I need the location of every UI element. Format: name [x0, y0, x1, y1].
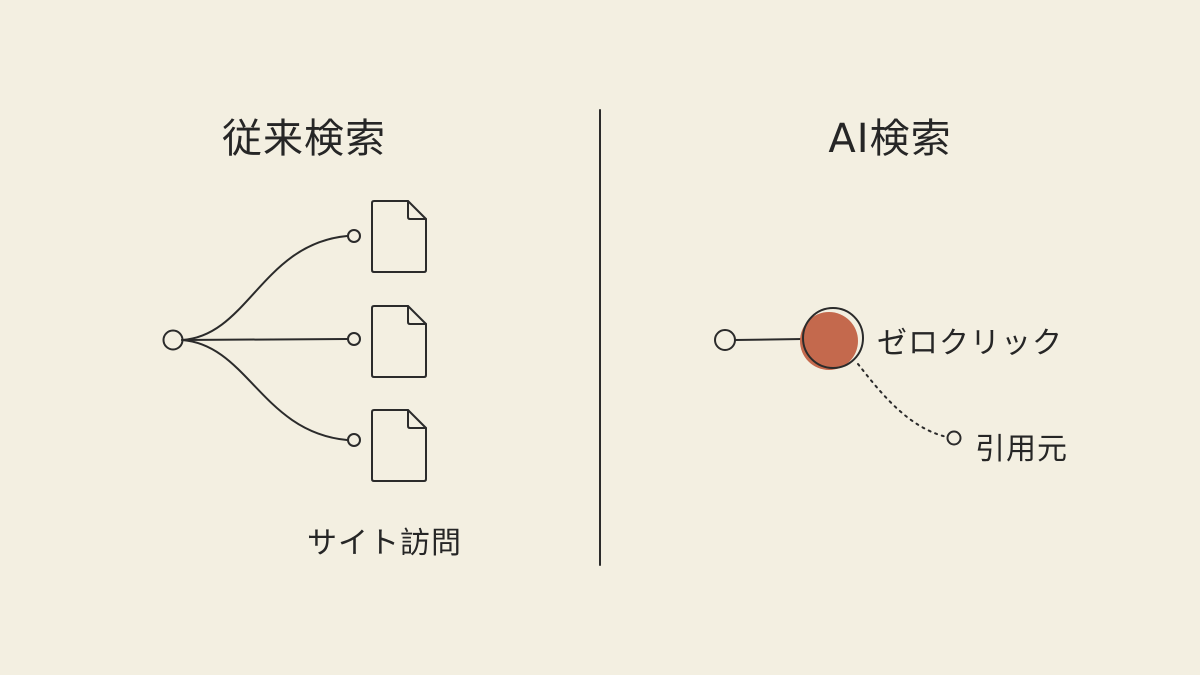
ai-search-graph — [714, 307, 962, 446]
branch-bottom — [181, 339, 348, 441]
site-visit-label: サイト訪問 — [307, 526, 462, 561]
document-icon — [371, 305, 427, 378]
answer-node-fill — [800, 312, 858, 370]
connector-line — [734, 338, 804, 341]
ai-search-title: AI検索 — [828, 116, 952, 162]
document-icon — [371, 409, 427, 482]
origin-node — [162, 329, 184, 351]
branch-top — [181, 235, 348, 341]
endpoint-node-middle — [347, 332, 361, 346]
citation-node — [946, 430, 962, 446]
answer-node-outline — [802, 307, 864, 369]
traditional-search-title: 従来検索 — [222, 116, 386, 162]
endpoint-node-bottom — [347, 433, 361, 447]
origin-node — [714, 329, 736, 351]
traditional-search-graph — [162, 200, 427, 482]
endpoint-node-top — [347, 229, 361, 243]
branch-middle — [181, 338, 348, 341]
citation-source-label: 引用元 — [975, 432, 1068, 467]
zero-click-label: ゼロクリック — [877, 326, 1063, 361]
document-icon — [371, 200, 427, 273]
citation-dotted-line — [857, 363, 948, 438]
